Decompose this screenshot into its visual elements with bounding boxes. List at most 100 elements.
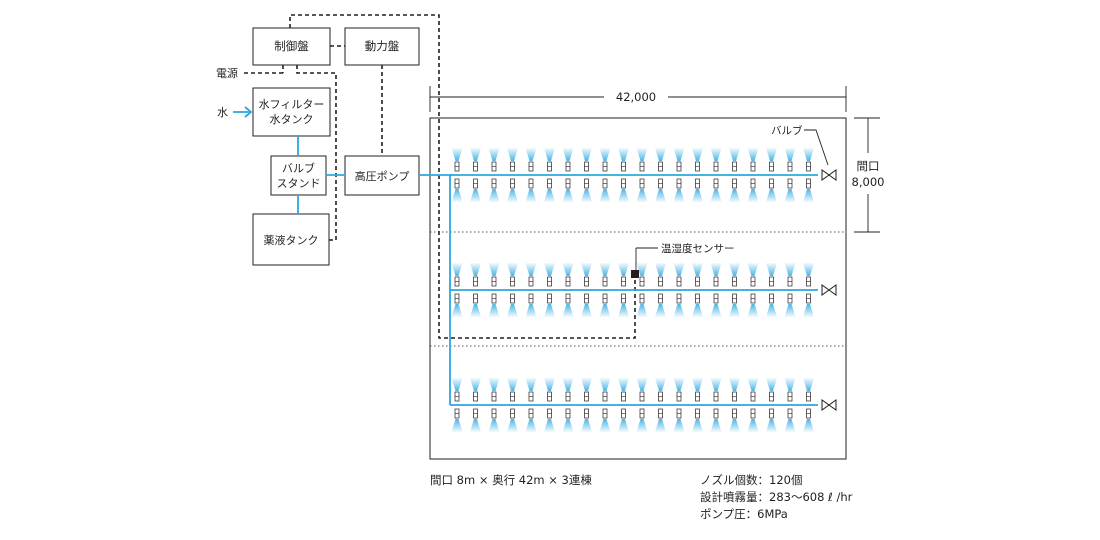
spray-up <box>451 263 463 276</box>
valve-callout: バルブ <box>771 124 829 166</box>
nozzle <box>618 378 629 432</box>
spray-down <box>803 419 814 432</box>
temperature-humidity-sensor <box>631 270 639 278</box>
nozzle <box>710 263 722 317</box>
spray-down <box>673 419 685 432</box>
spray-down <box>599 419 611 432</box>
svg-text:動力盤: 動力盤 <box>365 39 400 53</box>
misting-row <box>450 263 837 317</box>
spray-down <box>692 304 703 317</box>
chemical-tank: 薬液タンク <box>252 213 330 266</box>
nozzle <box>507 263 518 317</box>
spray-up <box>525 148 537 161</box>
water-filter-tank: 水フィルター 水タンク <box>252 87 331 137</box>
spray-down <box>710 419 722 432</box>
spray-up <box>673 148 685 161</box>
misting-row <box>450 378 837 432</box>
spray-down <box>488 189 500 202</box>
nozzle <box>729 378 740 432</box>
spray-down <box>562 189 574 202</box>
depth-dimension: 42,000 <box>429 86 847 112</box>
nozzle <box>451 148 463 202</box>
nozzle <box>618 148 629 202</box>
spray-down <box>803 304 814 317</box>
spray-down <box>729 304 740 317</box>
spray-up <box>507 263 518 276</box>
sensor-callout: 温湿度センサー <box>631 242 735 278</box>
nozzle <box>710 378 722 432</box>
nozzle <box>729 263 740 317</box>
width-dimension-label: 間口 <box>857 159 880 173</box>
nozzle <box>784 263 796 317</box>
control-panel: 制御盤 <box>252 27 331 66</box>
nozzle <box>766 148 777 202</box>
svg-text:水タンク: 水タンク <box>270 113 314 126</box>
power-panel: 動力盤 <box>344 27 420 66</box>
spray-up <box>562 148 574 161</box>
spray-down <box>673 189 685 202</box>
spray-up <box>507 148 518 161</box>
greenhouse-outline <box>429 117 847 460</box>
spray-up <box>710 378 722 391</box>
spray-up <box>673 378 685 391</box>
nozzle <box>729 148 740 202</box>
spray-up <box>747 263 759 276</box>
nozzle <box>599 148 611 202</box>
spray-up <box>618 378 629 391</box>
spray-up <box>636 378 648 391</box>
spray-up <box>673 263 685 276</box>
nozzle <box>488 378 500 432</box>
spray-up <box>766 263 777 276</box>
water-input-label: 水 <box>217 106 228 119</box>
nozzle <box>673 148 685 202</box>
spray-down <box>784 304 796 317</box>
spray-down <box>655 189 666 202</box>
spray-up <box>784 263 796 276</box>
spray-down <box>451 189 463 202</box>
nozzle <box>488 263 500 317</box>
nozzle <box>692 378 703 432</box>
valve-stand: バルブ スタンド <box>270 155 327 196</box>
spray-down <box>636 189 648 202</box>
spray-down <box>692 189 703 202</box>
nozzle <box>655 378 666 432</box>
spray-up <box>766 148 777 161</box>
spray-down <box>525 304 537 317</box>
svg-text:薬液タンク: 薬液タンク <box>264 233 319 247</box>
width-dimension: 間口 8,000 <box>852 117 884 233</box>
nozzle <box>784 378 796 432</box>
nozzle <box>581 263 592 317</box>
svg-text:水フィルター: 水フィルター <box>259 98 325 111</box>
spray-up <box>507 378 518 391</box>
misting-row <box>450 148 837 202</box>
spray-down <box>766 419 777 432</box>
nozzle <box>581 148 592 202</box>
spray-down <box>581 419 592 432</box>
spray-up <box>729 263 740 276</box>
high-pressure-pump: 高圧ポンプ <box>344 155 420 196</box>
nozzle <box>673 263 685 317</box>
valve-callout-label: バルブ <box>771 124 803 137</box>
nozzle <box>562 148 574 202</box>
spray-down <box>655 419 666 432</box>
spray-up <box>562 378 574 391</box>
spray-down <box>451 419 463 432</box>
spray-down <box>729 189 740 202</box>
pump-pressure-note: ポンプ圧：6MPa <box>700 507 788 521</box>
spray-up <box>581 263 592 276</box>
misting-rows <box>450 148 837 432</box>
spray-up <box>692 148 703 161</box>
spray-down <box>636 419 648 432</box>
spray-down <box>544 189 555 202</box>
spray-down <box>784 189 796 202</box>
nozzle <box>636 378 648 432</box>
depth-dimension-label: 42,000 <box>616 90 656 104</box>
spray-up <box>784 378 796 391</box>
spray-down <box>544 304 555 317</box>
spray-down <box>488 304 500 317</box>
spray-down <box>525 189 537 202</box>
spray-down <box>803 189 814 202</box>
spray-up <box>544 263 555 276</box>
nozzle <box>544 378 555 432</box>
